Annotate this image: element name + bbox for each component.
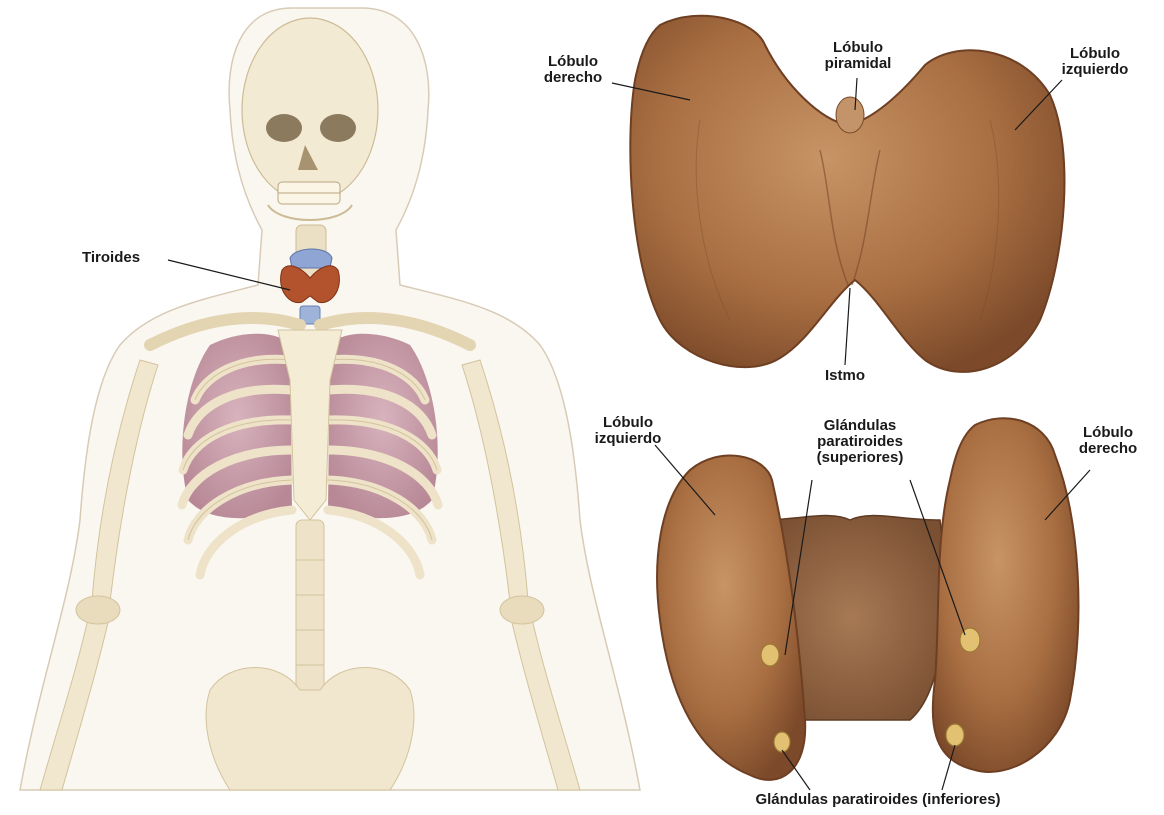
- label-posterior-right-lobe-line2: derecho: [1068, 441, 1148, 457]
- label-posterior-left-lobe-line2: izquierdo: [578, 431, 678, 447]
- label-posterior-left-lobe-line1: Lóbulo: [578, 415, 678, 431]
- label-posterior-right-lobe: Lóbulo derecho: [1068, 425, 1148, 457]
- label-anterior-right-lobe-line1: Lóbulo: [533, 54, 613, 70]
- spine-illustration: [296, 520, 324, 690]
- label-anterior-left-lobe: Lóbulo izquierdo: [1050, 46, 1140, 78]
- label-parathyroid-superior-line3: (superiores): [790, 450, 930, 466]
- label-parathyroid-superior-line1: Glándulas: [790, 418, 930, 434]
- label-anterior-left-lobe-line2: izquierdo: [1050, 62, 1140, 78]
- label-parathyroid-inferior: Glándulas paratiroides (inferiores): [698, 792, 1058, 808]
- label-anterior-right-lobe: Lóbulo derecho: [533, 54, 613, 86]
- label-anterior-left-lobe-line1: Lóbulo: [1050, 46, 1140, 62]
- label-anterior-right-lobe-line2: derecho: [533, 70, 613, 86]
- label-parathyroid-superior: Glándulas paratiroides (superiores): [790, 418, 930, 466]
- label-pyramidal-lobe: Lóbulo piramidal: [808, 40, 908, 72]
- label-posterior-right-lobe-line1: Lóbulo: [1068, 425, 1148, 441]
- label-thyroid: Tiroides: [82, 250, 140, 266]
- label-posterior-left-lobe: Lóbulo izquierdo: [578, 415, 678, 447]
- thyroid-posterior-illustration: [657, 418, 1078, 780]
- label-isthmus: Istmo: [805, 368, 885, 384]
- label-pyramidal-lobe-line2: piramidal: [808, 56, 908, 72]
- label-pyramidal-lobe-line1: Lóbulo: [808, 40, 908, 56]
- label-parathyroid-superior-line2: paratiroides: [790, 434, 930, 450]
